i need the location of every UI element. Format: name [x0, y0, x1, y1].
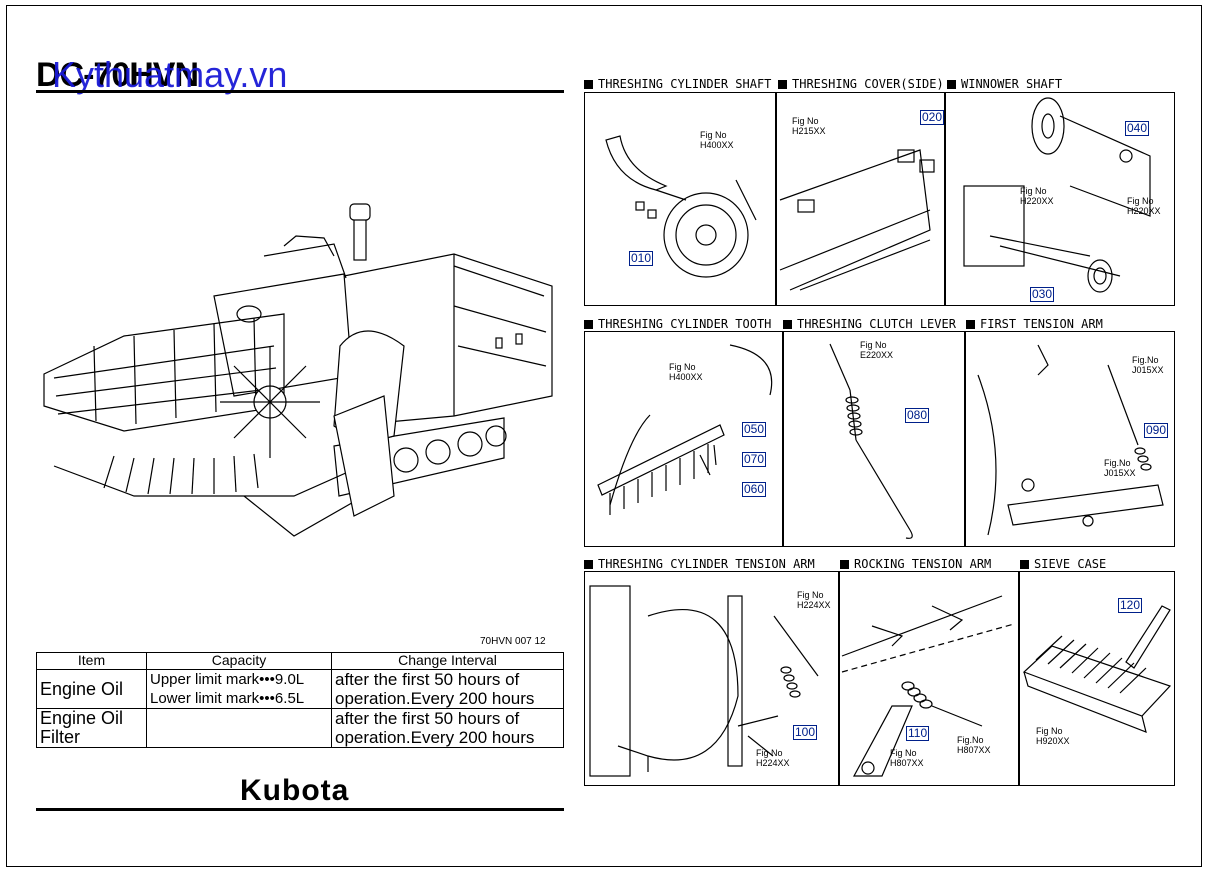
section-heading-threshing-cylinder-tension-arm: THRESHING CYLINDER TENSION ARM [584, 557, 815, 571]
maintenance-table: Item Capacity Change Interval Engine Oil… [36, 652, 564, 748]
spring-coils [901, 681, 933, 709]
panel-row-3 [584, 571, 1175, 786]
part-callout-070[interactable]: 070 [742, 452, 767, 467]
capacity-lower: Lower limit mark•••6.5L [150, 690, 305, 707]
bullet-square-icon [778, 80, 787, 89]
spring-coils [780, 666, 801, 698]
item-line: Engine Oil [40, 708, 124, 728]
panel-divider [838, 571, 840, 786]
bullet-square-icon [1020, 560, 1029, 569]
part-callout-090[interactable]: 090 [1144, 423, 1169, 438]
interval-line: operation.Every 200 hours [335, 728, 535, 747]
section-heading-threshing-cylinder-tooth: THRESHING CYLINDER TOOTH [584, 317, 771, 331]
part-callout-120[interactable]: 120 [1118, 598, 1143, 613]
title-rule [36, 90, 564, 93]
tooth-pins [609, 444, 709, 515]
column-header-capacity: Capacity [146, 652, 332, 670]
panel-divider [1018, 571, 1020, 786]
bullet-square-icon [966, 320, 975, 329]
table-row: Engine Oil Filter after the first 50 hou… [36, 708, 564, 748]
doc-code: 70HVN 007 12 [480, 636, 546, 647]
spring-coils [1134, 447, 1152, 471]
combine-harvester-illustration [43, 203, 553, 537]
section-heading-threshing-clutch-lever: THRESHING CLUTCH LEVER [783, 317, 956, 331]
part-callout-020[interactable]: 020 [920, 110, 945, 125]
bullet-square-icon [947, 80, 956, 89]
footer-rule [36, 808, 564, 811]
bullet-square-icon [584, 80, 593, 89]
bullet-square-icon [783, 320, 792, 329]
threshing-cylinder-shaft-drawing [605, 135, 757, 278]
cell-capacity: Upper limit mark•••9.0L Lower limit mark… [146, 669, 332, 709]
panel-divider [775, 92, 777, 306]
cell-item: Engine Oil [36, 669, 147, 709]
section-heading-sieve-case: SIEVE CASE [1020, 557, 1106, 571]
spring-coils [845, 396, 863, 436]
interval-line: after the first 50 hours of [335, 709, 520, 728]
interval-line: after the first 50 hours of [335, 670, 520, 689]
brand-logo: Kubota [240, 774, 350, 807]
bullet-square-icon [584, 320, 593, 329]
section-heading-threshing-cover-side: THRESHING COVER(SIDE) [778, 77, 944, 91]
threshing-clutch-lever-drawing [829, 343, 913, 539]
cell-capacity [146, 708, 332, 748]
bullet-square-icon [840, 560, 849, 569]
cutter-tines [103, 453, 259, 495]
panel-divider [964, 331, 966, 547]
winnower-shaft-drawing [963, 97, 1151, 293]
section-heading-winnower-shaft: WINNOWER SHAFT [947, 77, 1062, 91]
part-callout-010[interactable]: 010 [629, 251, 654, 266]
threshing-cylinder-tension-arm-drawing [589, 585, 819, 777]
table-row: Engine Oil Upper limit mark•••9.0L Lower… [36, 669, 564, 709]
part-callout-050[interactable]: 050 [742, 422, 767, 437]
part-callout-100[interactable]: 100 [793, 725, 818, 740]
section-heading-rocking-tension-arm: ROCKING TENSION ARM [840, 557, 991, 571]
cell-interval: after the first 50 hours of operation.Ev… [331, 708, 564, 748]
column-header-change-interval: Change Interval [331, 652, 564, 670]
part-callout-110[interactable]: 110 [906, 726, 930, 741]
interval-line: operation.Every 200 hours [335, 689, 535, 708]
watermark-link[interactable]: Kythuatmay.vn [52, 54, 288, 95]
page-frame [6, 5, 1202, 867]
threshing-cylinder-tooth-drawing [597, 344, 773, 515]
part-callout-040[interactable]: 040 [1125, 121, 1150, 136]
panel-divider [944, 92, 946, 306]
rocking-tension-arm-drawing [841, 595, 1015, 777]
sieve-case-drawing [1022, 605, 1172, 733]
section-heading-first-tension-arm: FIRST TENSION ARM [966, 317, 1103, 331]
cell-interval: after the first 50 hours of operation.Ev… [331, 669, 564, 709]
first-tension-arm-drawing [977, 344, 1164, 536]
bullet-square-icon [584, 560, 593, 569]
part-callout-030[interactable]: 030 [1030, 287, 1055, 302]
table-header-row: Item Capacity Change Interval [36, 652, 564, 670]
capacity-upper: Upper limit mark•••9.0L [150, 671, 305, 688]
column-header-item: Item [36, 652, 147, 670]
cell-item: Engine Oil Filter [36, 708, 147, 748]
part-callout-080[interactable]: 080 [905, 408, 930, 423]
section-heading-threshing-cylinder-shaft: THRESHING CYLINDER SHAFT [584, 77, 771, 91]
panel-row-2 [584, 331, 1175, 547]
panel-divider [782, 331, 784, 547]
model-title: DC-70HVN [36, 56, 199, 94]
threshing-cover-side-drawing [779, 149, 935, 291]
item-line: Filter [40, 727, 80, 747]
sieve-wires [1035, 635, 1147, 694]
reel-bars [53, 317, 279, 425]
part-callout-060[interactable]: 060 [742, 482, 767, 497]
